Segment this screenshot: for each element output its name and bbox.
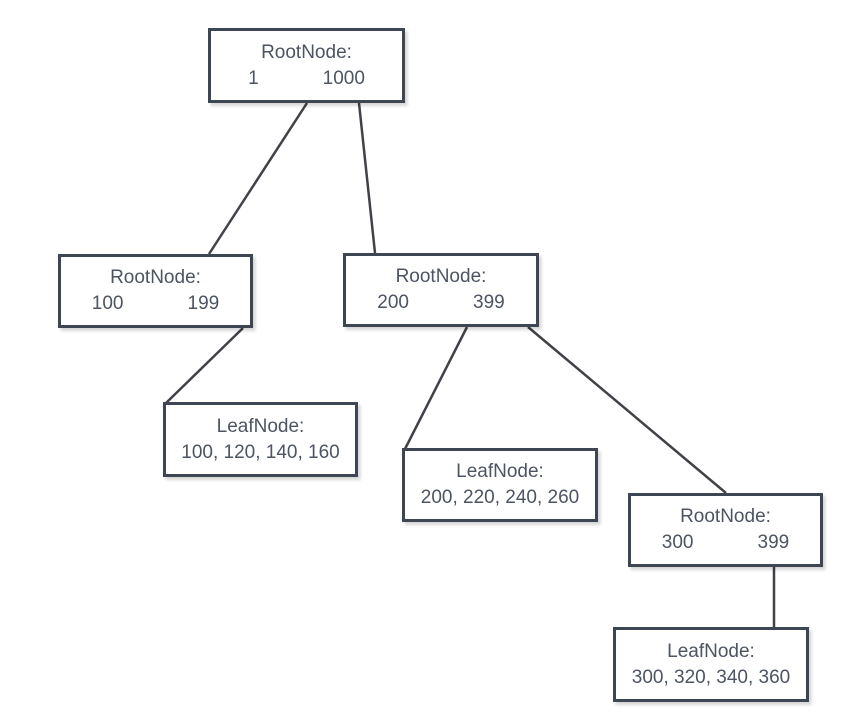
node-values: 100, 120, 140, 160 [181,440,339,466]
node-values: 300 399 [662,530,789,556]
node-key: 399 [473,292,505,313]
node-key-list: 200, 220, 240, 260 [420,487,580,508]
node-key: 1 [248,67,259,89]
node-values: 200 399 [377,290,504,316]
node-title: RootNode: [680,506,771,527]
node-key-list: 300, 320, 340, 360 [631,666,791,688]
node-key: 100 [91,293,124,314]
edge-internal-200-399-to-leaf-200 [403,326,469,450]
node-title: LeafNode: [456,461,544,482]
node-key-list: 100, 120, 140, 160 [181,441,340,463]
node-values: 100 199 [92,291,219,317]
node-title: RootNode: [395,266,487,287]
tree-node-leaf-200: LeafNode: 200, 220, 240, 260 [402,448,598,522]
node-title: LeafNode: [216,415,305,437]
edge-internal-100-199-to-leaf-100 [165,327,244,404]
tree-node-internal-100-199: RootNode: 100 199 [58,254,253,328]
edge-root-to-internal-100-199 [207,102,309,255]
tree-node-leaf-100: LeafNode: 100, 120, 140, 160 [163,402,358,477]
edge-internal-200-399-to-internal-300-399 [527,326,727,494]
tree-node-root: RootNode: 1 1000 [208,28,405,103]
node-key: 200 [377,292,409,313]
node-values: 300, 320, 340, 360 [632,665,790,691]
edge-root-to-internal-200-399 [357,102,377,254]
tree-node-internal-300-399: RootNode: 300 399 [628,493,823,567]
node-key: 199 [187,293,220,314]
node-values: 200, 220, 240, 260 [421,485,579,511]
tree-node-internal-200-399: RootNode: 200 399 [343,253,539,327]
node-title: RootNode: [110,267,201,288]
tree-node-leaf-300: LeafNode: 300, 320, 340, 360 [613,627,809,702]
node-key: 300 [661,532,694,553]
node-key: 1000 [322,67,365,89]
node-values: 1 1000 [248,66,365,92]
node-title: RootNode: [261,41,352,63]
node-key: 399 [757,532,790,553]
node-title: LeafNode: [667,640,755,662]
